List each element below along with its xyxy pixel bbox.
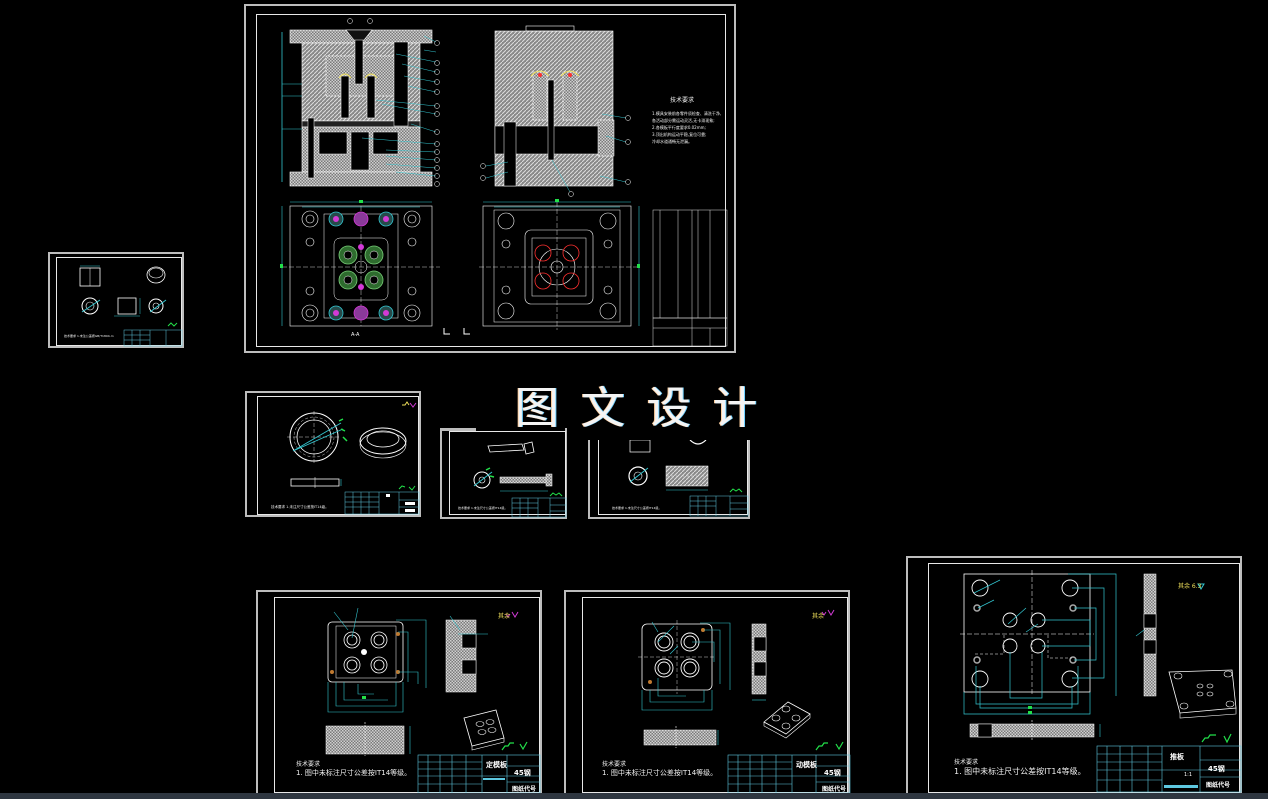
side-section-view [480,25,631,197]
sheet-inner-border [598,440,748,515]
bush-part-sheet[interactable]: 技术要求 1.未注尺寸公差按IT14级。 [588,440,750,519]
tech-req-block: 技术要求 1. 图中未标注尺寸公差按IT14等级。 [602,760,717,778]
tech-req-line: 1. 图中未标注尺寸公差按IT14等级。 [954,767,1086,776]
pin-drawing [442,428,567,518]
cavity-plate-sheet[interactable]: 其余 技术要求 1. 图中未标注尺寸公差按IT14等级。 定模板 45钢 图纸代… [256,590,542,795]
sheet-inner-border [56,257,182,346]
support-plate-drawing [960,570,1242,793]
core-plate-sheet[interactable]: 其余 技术要求 1. 图中未标注尺寸公差按IT14等级。 动模板 45钢 图纸代… [564,590,851,795]
tech-req-lines: 1.模具安装前各零件须检查、清洗干净, 各活动部分需运动灵活,无卡滞现象; 2.… [652,110,721,145]
title-block-material: 45钢 [824,769,841,777]
roughness-label: 其余 6.3 [1178,583,1202,590]
tech-req-line: 1.模具安装前各零件须检查、清洗干净, [652,111,722,116]
title-block-part-name: 推板 [1170,753,1184,761]
assembly-drawing [280,18,728,347]
top-plan-view-moving [280,200,440,327]
pin-part-sheet[interactable]: 技术要求 1.未注尺寸公差按IT14级。 [440,428,567,519]
core-plate-drawing [638,609,851,794]
sheet-inner-border [256,14,726,347]
tech-req-title: 技术要求 [954,759,979,766]
cavity-plate-drawing [325,607,541,794]
roughness-label: 其余 [498,613,511,620]
title-block-drawing-no: 图纸代号 [1206,782,1231,789]
sheet-inner-border [449,431,566,515]
tech-req-title: 技术要求 [602,761,627,768]
ring-note: 技术要求 1.未注尺寸公差按IT14级。 [271,505,329,509]
bush-note: 技术要求 1.未注尺寸公差按IT14级。 [612,506,662,510]
roughness-label: 其余 [812,613,825,620]
title-block-material: 45钢 [1208,765,1225,773]
ring-part-sheet[interactable]: 技术要求 1.未注尺寸公差按IT14级。 [245,391,421,517]
title-block-part-name: 动模板 [796,761,817,769]
title-block [652,317,728,347]
sheet-inner-border [274,597,540,793]
top-plan-view-fixed [479,199,640,330]
title-block-material: 45钢 [514,769,531,777]
watermark-text: 图文设计 [515,383,779,434]
title-block-drawing-no: 图纸代号 [822,786,847,793]
tech-req-title: 技术要求 [296,761,321,768]
tech-req-block: 技术要求 1. 图中未标注尺寸公差按IT14等级。 [954,758,1086,776]
tech-req-line: 3.顶出机构运动平稳,复位可靠; [652,132,707,137]
sheet-inner-border [928,563,1240,793]
bush-drawing [628,440,749,517]
technical-requirements: 技术要求 [652,96,694,105]
sleeve-part-sheet[interactable]: 技术要求 1.未注公差按GB/T1804-m [48,252,184,348]
ring-drawing [287,401,420,515]
sleeve-note: 技术要求 1.未注公差按GB/T1804-m [64,334,114,338]
tech-req-line: 1. 图中未标注尺寸公差按IT14等级。 [296,769,412,777]
front-section-view [281,18,440,187]
tech-req-line: 各活动部分需运动灵活,无卡滞现象; [652,118,715,123]
title-block-drawing-no: 图纸代号 [512,786,537,793]
tech-req-line: 2.各模板平行度要求0.02mm; [652,125,706,130]
tech-req-line: 冷却水道通畅无泄漏。 [652,139,692,144]
pin-note: 技术要求 1.未注尺寸公差按IT14级。 [458,506,508,510]
tech-req-line: 1. 图中未标注尺寸公差按IT14等级。 [602,769,718,777]
tech-req-block: 技术要求 1. 图中未标注尺寸公差按IT14等级。 [296,760,411,778]
support-plate-sheet[interactable]: 其余 6.3 技术要求 1. 图中未标注尺寸公差按IT14等级。 推板 45钢 … [906,556,1242,795]
sheet-inner-border [582,597,848,793]
parts-list-table [652,209,728,319]
tech-req-title: 技术要求 [670,97,695,104]
sheet-inner-border [257,396,419,515]
title-block-scale: 1:1 [1184,772,1193,778]
sleeve-drawing [79,265,183,347]
title-block-part-name: 定模板 [486,761,507,769]
section-caption: A-A [351,332,360,338]
bottom-scrollbar[interactable] [0,793,1268,799]
assembly-sheet[interactable]: 技术要求 1.模具安装前各零件须检查、清洗干净, 各活动部分需运动灵活,无卡滞现… [244,4,736,353]
